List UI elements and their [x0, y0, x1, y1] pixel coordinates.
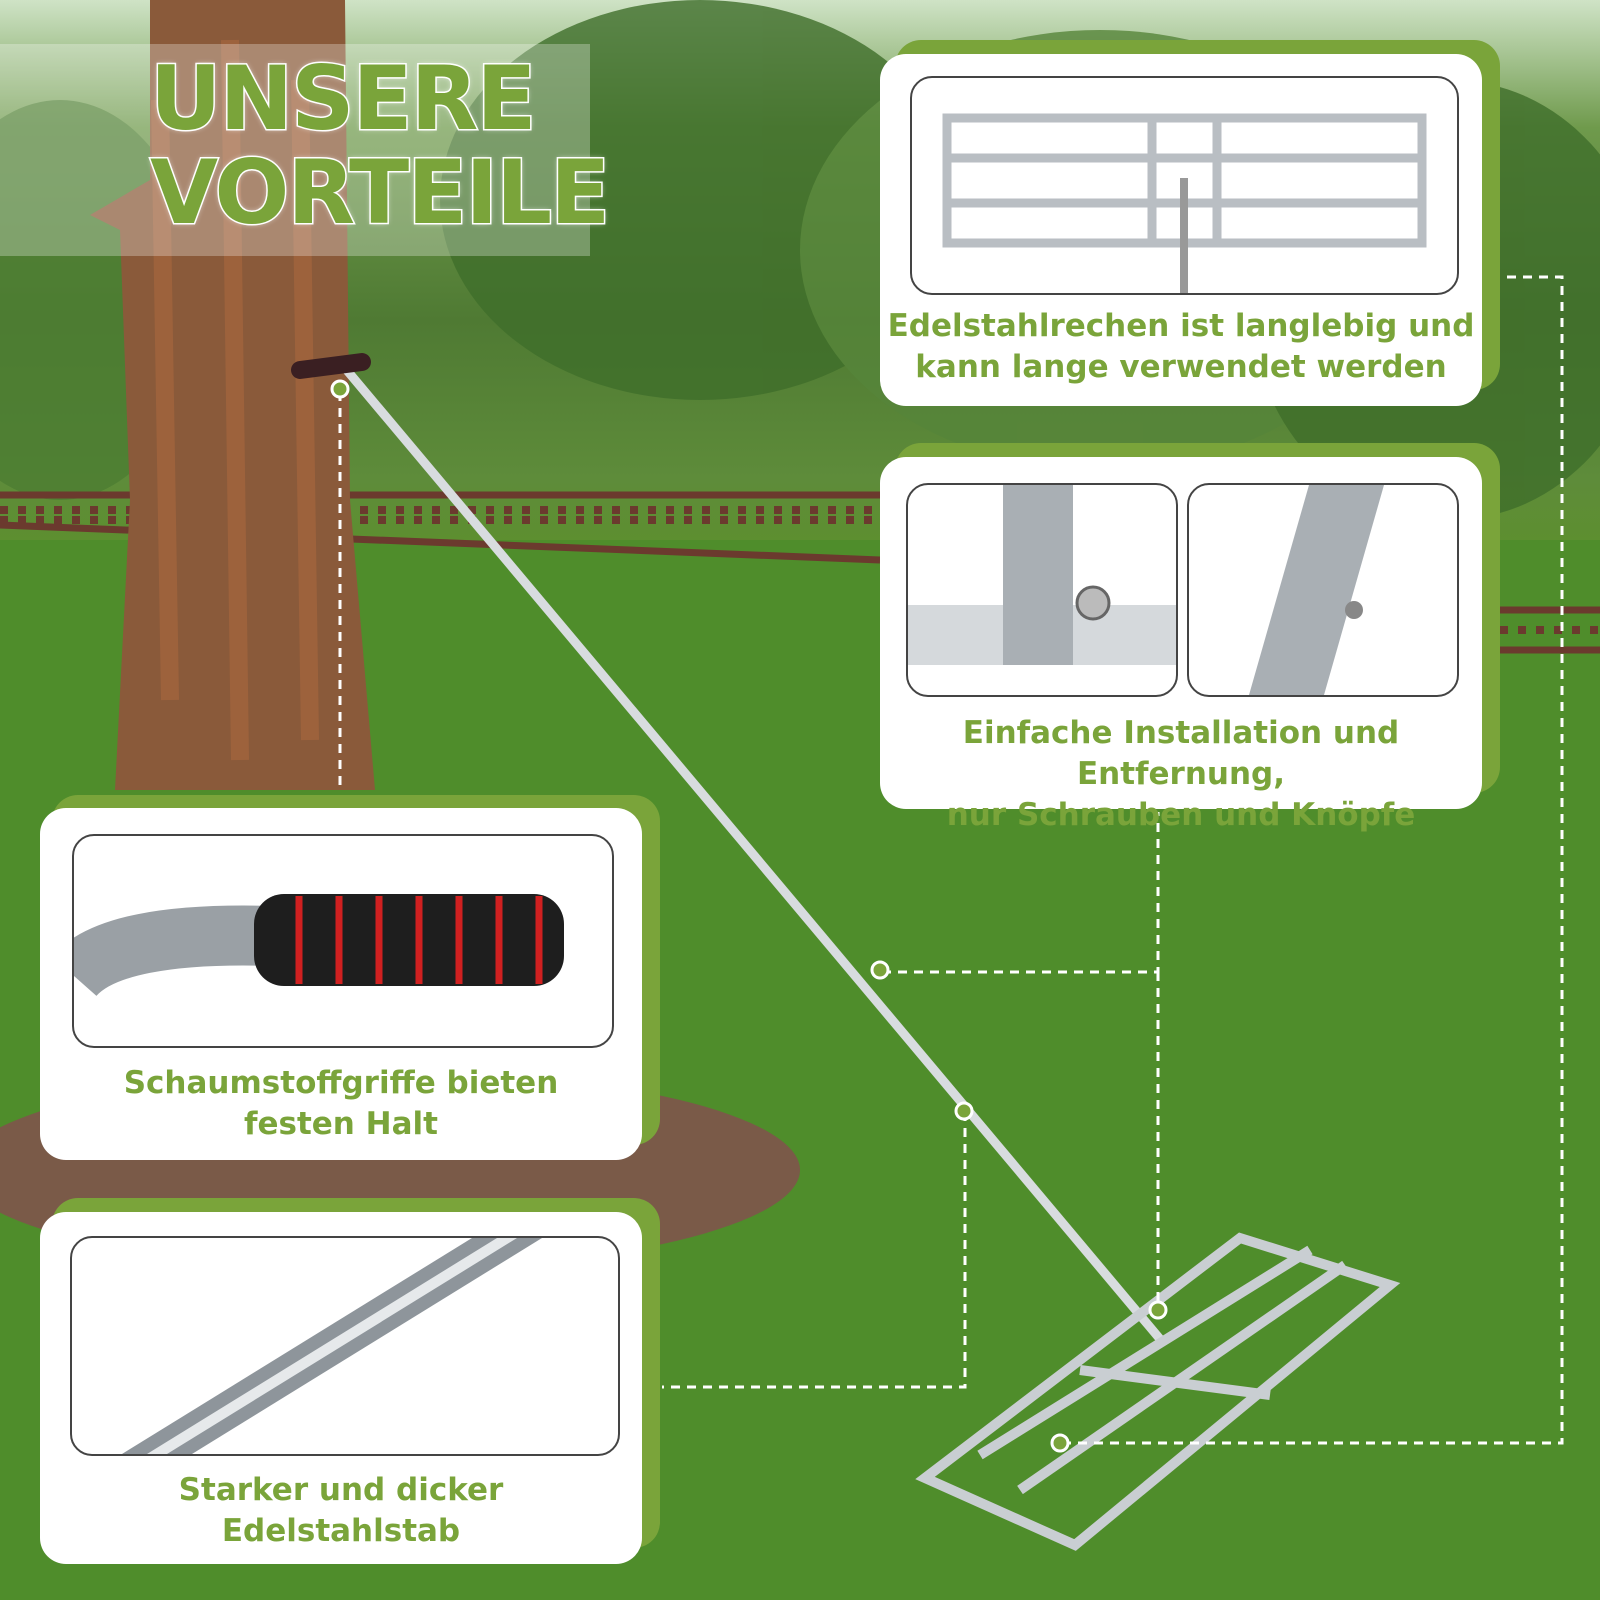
rake-grip	[291, 353, 371, 379]
rod-button-photo	[1187, 483, 1459, 697]
feature-caption: Einfache Installation und Entfernung, nu…	[880, 713, 1482, 836]
feature-card-installation: Einfache Installation und Entfernung, nu…	[880, 457, 1482, 833]
rod-button-icon	[1249, 485, 1384, 695]
screw-joint-photo	[906, 483, 1178, 697]
steel-rod-icon	[122, 1238, 542, 1454]
feature-caption: Schaumstoffgriffe bieten festen Halt	[40, 1063, 642, 1145]
rake-head-photo	[910, 76, 1459, 295]
callout-lines	[338, 275, 1564, 1445]
foam-grip-photo	[72, 834, 614, 1048]
rake-head-icon	[942, 113, 1427, 293]
caption-line: nur Schrauben und Knöpfe	[946, 797, 1416, 833]
caption-line: kann lange verwendet werden	[915, 349, 1447, 385]
feature-card-steel-rod: Starker und dicker Edelstahlstab	[40, 1212, 642, 1564]
headline-band	[0, 44, 590, 256]
headline: UNSERE VORTEILE	[148, 47, 611, 244]
rake-head	[915, 1232, 1401, 1551]
trunk-bark	[151, 39, 319, 761]
callout-dots	[330, 379, 1168, 1453]
foam-grip-icon	[74, 894, 564, 998]
screw-joint-icon	[908, 485, 1176, 665]
feature-card-foam-grip: Schaumstoffgriffe bieten festen Halt	[40, 808, 642, 1160]
caption-line: Edelstahlrechen ist langlebig und	[887, 308, 1475, 344]
rake-handle	[341, 365, 1169, 1348]
caption-line: Starker und dicker	[178, 1472, 504, 1508]
caption-line: Edelstahlstab	[221, 1513, 461, 1549]
caption-line: Schaumstoffgriffe bieten	[123, 1065, 559, 1101]
headline-line1: UNSERE	[148, 47, 537, 150]
caption-line: festen Halt	[244, 1106, 438, 1142]
feature-caption: Starker und dicker Edelstahlstab	[40, 1470, 642, 1552]
feature-caption: Edelstahlrechen ist langlebig und kann l…	[880, 306, 1482, 388]
caption-line: Einfache Installation und Entfernung,	[962, 715, 1400, 792]
feature-card-stainless-rake: Edelstahlrechen ist langlebig und kann l…	[880, 54, 1482, 406]
steel-rod-photo	[70, 1236, 620, 1456]
headline-line2: VORTEILE	[148, 141, 611, 244]
